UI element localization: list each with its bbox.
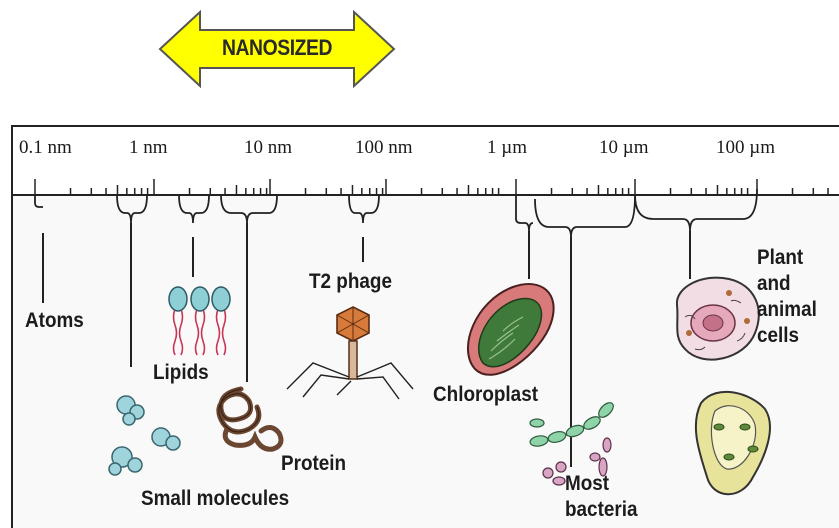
ruler-ticks xyxy=(35,179,828,195)
label-cells-2: and xyxy=(757,271,791,297)
plant-cell-illustration xyxy=(696,392,770,494)
label-t2-phage: T2 phage xyxy=(309,269,392,295)
chloroplast-illustration xyxy=(468,284,554,375)
label-cells-4: cells xyxy=(757,323,799,349)
banner-label: NANOSIZED xyxy=(172,35,381,61)
t2-phage-illustration xyxy=(287,307,413,399)
label-protein: Protein xyxy=(281,451,346,477)
label-lipids: Lipids xyxy=(153,360,209,386)
bracket-most-bacteria xyxy=(535,195,635,237)
label-chloroplast: Chloroplast xyxy=(433,382,538,408)
bracket-protein xyxy=(221,195,277,223)
label-cells-3: animal xyxy=(757,297,817,323)
bracket-chloroplast xyxy=(516,195,533,231)
label-small-molecules: Small molecules xyxy=(141,486,289,512)
bracket-lipids xyxy=(179,195,209,223)
scale-diagram xyxy=(13,127,839,528)
label-cells-1: Plant xyxy=(757,245,803,271)
small-molecules-illustration xyxy=(109,396,180,475)
label-most-bacteria-2: bacteria xyxy=(565,497,637,523)
bracket-t2-phage xyxy=(349,195,379,223)
lipids-illustration xyxy=(169,287,230,355)
label-atoms: Atoms xyxy=(25,308,84,334)
animal-cell-illustration xyxy=(677,278,759,360)
label-most-bacteria-1: Most xyxy=(565,471,609,497)
scale-panel: 0.1 nm 1 nm 10 nm 100 nm 1 µm 10 µm 100 … xyxy=(11,125,839,528)
bracket-small-molecules xyxy=(117,195,147,223)
bracket-atoms xyxy=(35,195,43,207)
nanosized-banner: NANOSIZED xyxy=(158,10,396,88)
connector-lines xyxy=(43,223,690,467)
range-brackets xyxy=(35,189,757,237)
